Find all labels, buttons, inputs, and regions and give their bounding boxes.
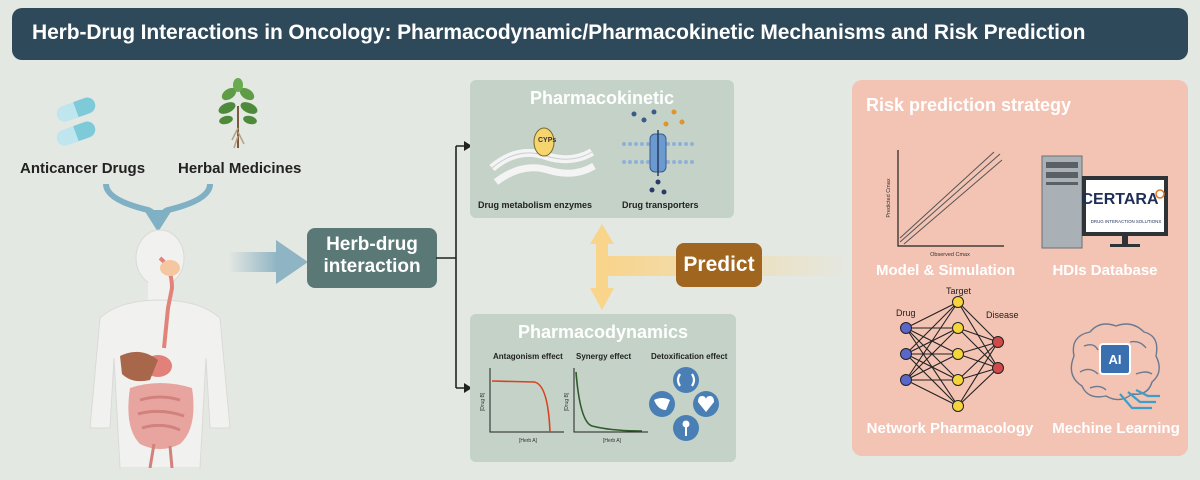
model-y-axis: Predicted Cmax (886, 178, 892, 217)
synergy-effect-label: Synergy effect (576, 352, 632, 361)
drug-transporters-label: Drug transporters (622, 200, 699, 210)
detoxification-effect-label: Detoxification effect (651, 352, 728, 361)
antagonism-x-axis: [Herb A] (519, 438, 538, 444)
predict-label: Predict (683, 253, 755, 276)
body-to-interaction-arrow (228, 240, 308, 284)
antagonism-effect-label: Antagonism effect (493, 352, 563, 361)
risk-title: Risk prediction strategy (866, 95, 1072, 115)
pharmacokinetic-panel (470, 80, 734, 218)
network-disease-label: Disease (986, 310, 1019, 320)
merge-arrow (103, 183, 213, 232)
page-title: Herb-Drug Interactions in Oncology: Phar… (32, 21, 1086, 44)
ai-label: AI (1109, 352, 1122, 367)
network-target-label: Target (946, 286, 972, 296)
antagonism-chart: [Drug B] [Herb A] (480, 368, 564, 444)
hdi-database-illustration: CERTARA DRUG INTERACTION SOLUTIONS (1041, 155, 1168, 249)
pharmacokinetic-title: Pharmacokinetic (529, 88, 675, 108)
network-pharmacology-label: Network Pharmacology (866, 420, 1034, 437)
capsule-icon (56, 97, 96, 146)
network-drug-label: Drug (896, 308, 916, 318)
transporter-illustration (622, 109, 694, 195)
model-simulation-label: Model & Simulation (876, 262, 1016, 279)
network-pharmacology-graph (900, 296, 1004, 412)
er-cyp-illustration (489, 127, 596, 185)
title-bar (12, 8, 1188, 60)
certara-logo: CERTARA (1081, 191, 1158, 208)
model-x-axis: Observed Cmax (930, 252, 970, 258)
machine-learning-label: Mechine Learning (1052, 420, 1180, 437)
synergy-chart: [Drug B] [Herb A] (564, 368, 648, 444)
certara-subtitle: DRUG INTERACTION SOLUTIONS (1091, 219, 1162, 224)
cyps-label: CYPs (538, 137, 557, 144)
herb-drug-interaction-label: Herb-drug interaction (323, 234, 421, 277)
drug-metabolism-enzymes-label: Drug metabolism enzymes (478, 200, 593, 210)
herbal-medicines-label: Herbal Medicines (178, 160, 302, 177)
antagonism-y-axis: [Drug B] (480, 392, 486, 411)
ai-brain-illustration: AI (1070, 323, 1160, 410)
model-simulation-plot: Predicted Cmax Observed Cmax (886, 150, 1004, 258)
herb-drug-interaction-box: Herb-drug interaction (307, 228, 437, 288)
herb-plant-icon (218, 78, 258, 149)
anticancer-drugs-label: Anticancer Drugs (20, 160, 146, 177)
bracket-connector (436, 141, 472, 393)
hdi-database-label: HDIs Database (1052, 262, 1158, 279)
pharmacodynamics-title: Pharmacodynamics (517, 322, 689, 342)
synergy-x-axis: [Herb A] (603, 438, 622, 444)
synergy-y-axis: [Drug B] (564, 392, 570, 411)
predict-box: Predict (676, 243, 762, 287)
human-body-illustration (89, 229, 231, 468)
organ-icons (649, 367, 719, 441)
